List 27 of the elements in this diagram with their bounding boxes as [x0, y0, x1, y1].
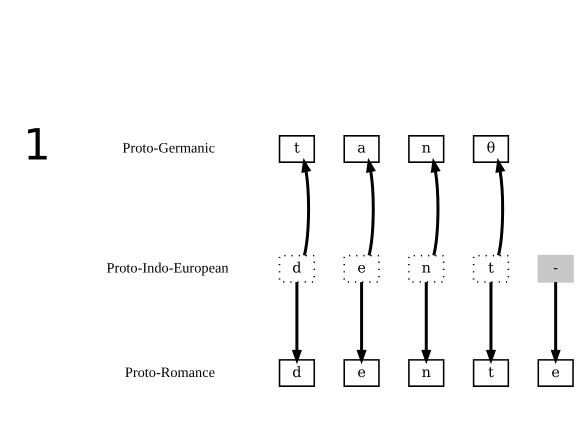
node-box: n — [408, 359, 444, 387]
node-box: a — [343, 135, 380, 163]
arrow — [366, 158, 376, 256]
node-box: t — [472, 254, 510, 283]
arrow — [356, 282, 367, 364]
arrow — [301, 158, 312, 256]
node-box: t — [472, 359, 510, 387]
node-box: e — [343, 359, 380, 387]
node-box: e — [538, 359, 574, 387]
node-box: d — [278, 254, 316, 283]
arrow — [292, 282, 302, 364]
label: Proto-Indo-European — [106, 260, 229, 277]
node-box: t — [278, 135, 316, 163]
node-box: e — [343, 254, 380, 283]
arrow — [421, 282, 432, 364]
node-box: θ — [472, 135, 510, 163]
label: 1 — [23, 120, 51, 171]
arrow — [486, 282, 496, 364]
arrow — [550, 282, 561, 364]
node-box: n — [408, 254, 444, 283]
node-box: - — [538, 254, 574, 283]
label: Proto-Romance — [124, 364, 215, 381]
arrow — [430, 158, 441, 256]
node-box: n — [408, 135, 444, 163]
node-box: d — [278, 359, 316, 387]
arrow — [495, 158, 506, 256]
label: Proto-Germanic — [122, 140, 215, 157]
